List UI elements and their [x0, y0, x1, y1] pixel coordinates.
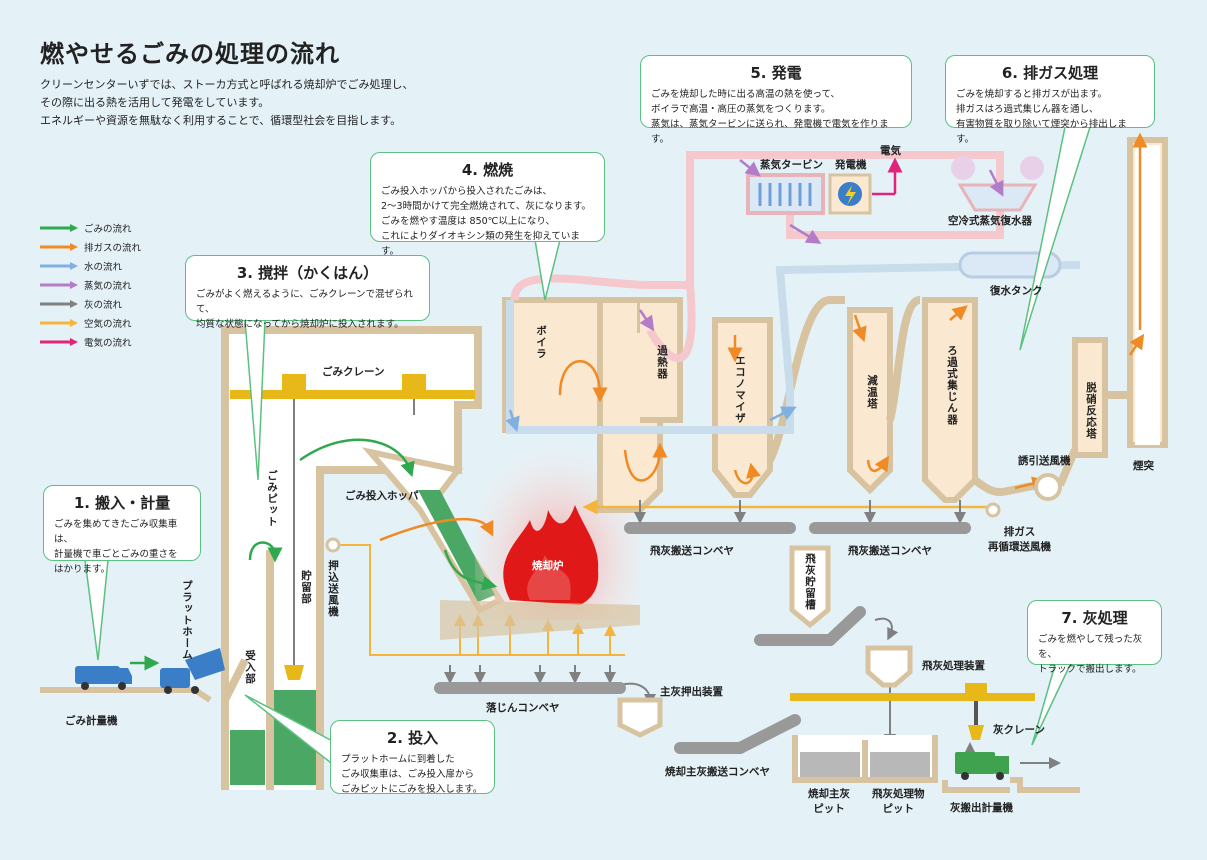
- callout-step-7: 7. 灰処理 ごみを燃やして残った灰を、トラックで搬出します。: [1027, 600, 1162, 675]
- callout-step-2: 2. 投入 プラットホームに到着したごみ収集車は、ごみ投入扉からごみピットにごみ…: [330, 720, 495, 795]
- callout-step-6: 6. 排ガス処理 ごみを焼却すると排ガスが出ます。排ガスはろ過式集じん器を通し、…: [945, 55, 1155, 145]
- furnace-flame: [503, 505, 599, 605]
- label-platform: プラットホーム: [181, 580, 193, 661]
- label-fly-proc: 飛灰処理装置: [922, 660, 985, 672]
- page-title: 燃やせるごみの処理の流れ: [40, 40, 340, 68]
- label-fly-conv-1: 飛灰搬送コンベヤ: [650, 545, 734, 557]
- legend-item: ごみの流れ: [40, 218, 141, 237]
- legend-item: 蒸気の流れ: [40, 275, 141, 294]
- label-hopper: ごみ投入ホッパ: [345, 490, 419, 502]
- label-generator: 発電機: [835, 159, 867, 171]
- condenser: [957, 183, 1038, 212]
- pit-garbage-left: [230, 730, 265, 785]
- main-ash-pusher: [617, 697, 663, 738]
- truck-platform: [160, 648, 225, 694]
- label-reaction: 脱硝反応塔: [1085, 382, 1097, 440]
- truck-scale: [75, 666, 132, 690]
- condensate-tank: [958, 251, 1062, 279]
- legend-item: 電気の流れ: [40, 332, 141, 351]
- label-main-push: 主灰押出装置: [660, 686, 723, 698]
- label-condenser: 空冷式蒸気復水器: [948, 215, 1032, 227]
- legend-item: 水の流れ: [40, 256, 141, 275]
- push-fan-icon: [325, 537, 341, 553]
- crane-trolley-right: [402, 374, 426, 390]
- label-fly-pit: 飛灰処理物 ピット: [872, 788, 925, 815]
- legend-item: 排ガスの流れ: [40, 237, 141, 256]
- label-receive: 受入部: [244, 650, 256, 685]
- crane-rail: [230, 390, 475, 399]
- label-main-pit: 焼却主灰 ピット: [808, 788, 850, 815]
- label-boiler: ボイラ: [535, 325, 547, 360]
- label-stack: 煙突: [1133, 460, 1154, 472]
- label-furnace: 焼却炉: [532, 560, 564, 572]
- steam-pipe: [511, 151, 1004, 300]
- callout-step-5: 5. 発電 ごみを焼却した時に出る高温の熱を使って、ボイラで高温・高圧の蒸気をつ…: [640, 55, 912, 145]
- callout-step-1: 1. 搬入・計量 ごみを集めてきたごみ収集車は、計量機で車ごとごみの重さをはかり…: [43, 485, 201, 575]
- recirc-fan-icon: [985, 502, 1001, 518]
- crane-grab: [284, 665, 304, 680]
- label-storage: 貯留部: [300, 570, 312, 605]
- intro-line-1: クリーンセンターいずでは、ストーカ方式と呼ばれる焼却炉でごみ処理し、: [40, 78, 414, 91]
- label-ash-crane: 灰クレーン: [993, 724, 1045, 736]
- label-main-conv: 焼却主灰搬送コンベヤ: [665, 766, 770, 778]
- label-ash-weigh: 灰搬出計量機: [950, 802, 1013, 814]
- pit-walls: [221, 550, 274, 790]
- label-turbine: 蒸気タービン: [760, 159, 823, 171]
- fly-ash-processor: [865, 645, 913, 688]
- label-filter: ろ過式集じん器: [946, 345, 958, 426]
- ash-crane-rail: [790, 693, 1035, 701]
- stoker-grate: [440, 600, 640, 640]
- label-weigh: ごみ計量機: [65, 715, 118, 727]
- label-fly-store: 飛灰貯留槽: [804, 553, 816, 611]
- ash-truck: [955, 752, 1009, 780]
- label-recirc: 排ガス 再循環送風機: [988, 526, 1051, 553]
- intro-line-3: エネルギーや資源を無駄なく利用することで、循環型社会を目指します。: [40, 114, 402, 127]
- intro-line-2: その際に出る熱を活用して発電をしています。: [40, 96, 270, 109]
- callout-step-3: 3. 撹拌（かくはん） ごみがよく燃えるように、ごみクレーンで混ぜられて、均質な…: [185, 255, 430, 330]
- legend: ごみの流れ 排ガスの流れ 水の流れ 蒸気の流れ 灰の流れ 空気の流れ 電気の流れ: [40, 218, 141, 351]
- crane-trolley-left: [282, 374, 306, 390]
- label-push-fan: 押込送風機: [327, 560, 339, 618]
- fly-ash-silo: [789, 545, 831, 629]
- callout-step-4: 4. 燃焼 ごみ投入ホッパから投入されたごみは、2〜3時間かけて完全燃焼されて、…: [370, 152, 605, 257]
- induced-fan-icon: [1034, 473, 1062, 501]
- label-electricity: 電気: [880, 145, 901, 157]
- label-pit: ごみピット: [266, 470, 278, 528]
- label-idf: 誘引送風機: [1018, 455, 1071, 467]
- label-drop-conv: 落じんコンベヤ: [486, 702, 560, 714]
- legend-item: 空気の流れ: [40, 313, 141, 332]
- label-economizer: エコノマイザ: [734, 355, 746, 424]
- label-crane: ごみクレーン: [322, 366, 385, 378]
- label-superheater: 過熱器: [656, 345, 668, 380]
- legend-item: 灰の流れ: [40, 294, 141, 313]
- label-tank: 復水タンク: [990, 285, 1043, 297]
- label-cooling: 減温塔: [866, 375, 878, 410]
- label-fly-conv-2: 飛灰搬送コンベヤ: [848, 545, 932, 557]
